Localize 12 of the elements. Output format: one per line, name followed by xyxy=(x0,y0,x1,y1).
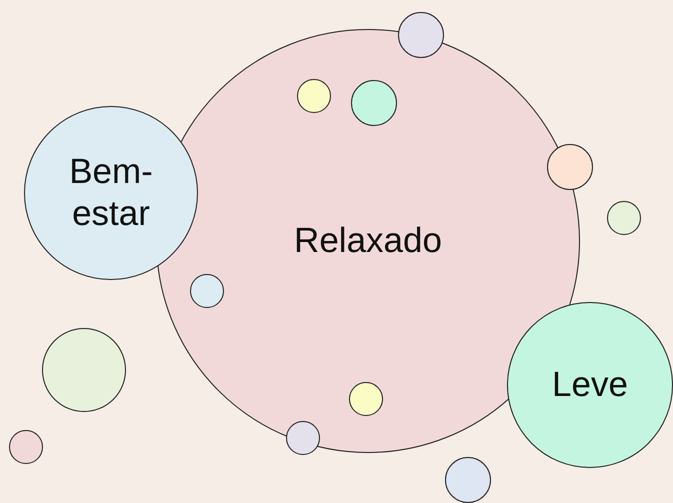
bubble-label: Leve xyxy=(552,364,628,406)
bubble xyxy=(297,79,331,113)
bubble xyxy=(349,382,383,416)
bubble xyxy=(351,80,397,126)
bubble xyxy=(398,12,444,58)
bubble xyxy=(9,430,43,464)
bubble xyxy=(607,201,641,235)
bubble xyxy=(445,457,491,503)
bubble-label: Bem-estar xyxy=(68,151,154,235)
bubble xyxy=(190,274,224,308)
bubble xyxy=(547,144,593,190)
bubble-label: Relaxado xyxy=(294,220,442,262)
